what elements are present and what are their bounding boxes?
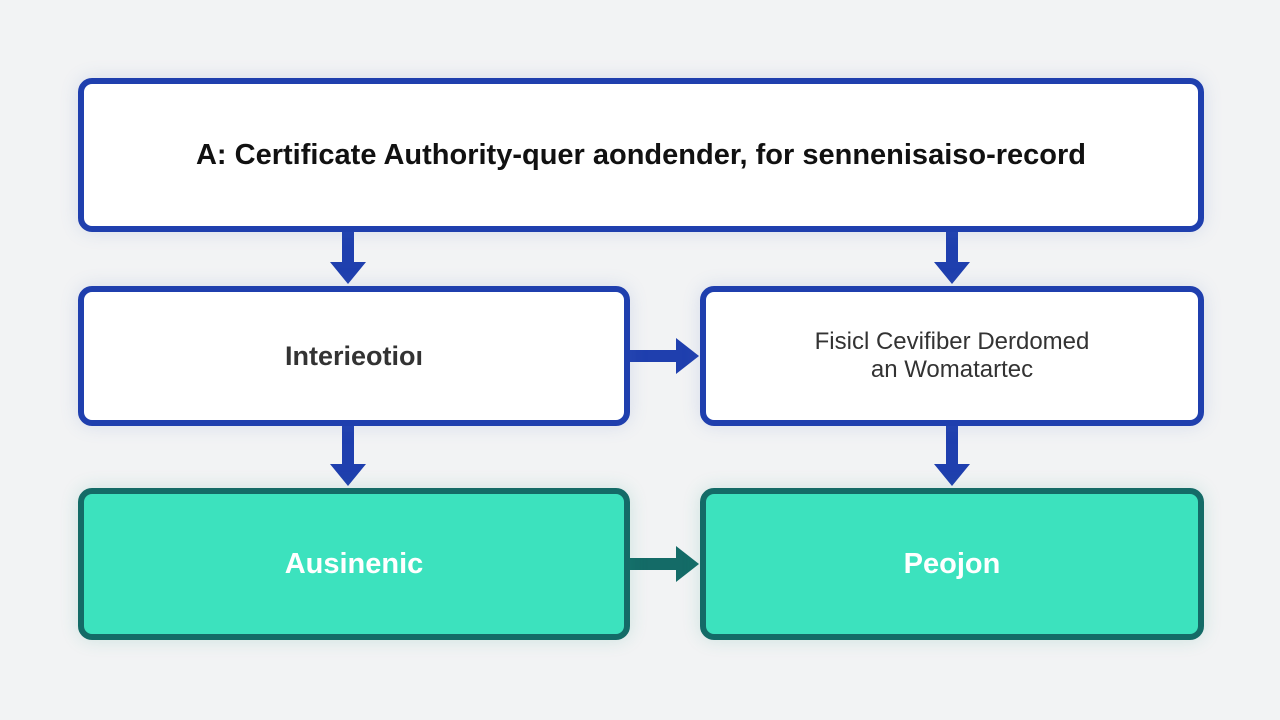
arrow-interieotion-to-cevifiber [630, 338, 699, 374]
arrow-cevifiber-to-peojon [934, 426, 970, 486]
arrow-top-to-interieotion [330, 232, 366, 284]
arrow-interieotion-to-ausinenic [330, 426, 366, 486]
ausinenic-node: Ausinenic [78, 488, 630, 640]
ausinenic-node-label: Ausinenic [284, 547, 424, 580]
top-node: A: Certificate Authority-quer aondender,… [78, 78, 1204, 232]
cevifiber-node-label-line2: an Womatartec [870, 356, 1034, 383]
interieotion-node-label: Interieotioı [284, 340, 423, 371]
interieotion-node: Interieotioı [78, 286, 630, 426]
peojon-node: Peojon [700, 488, 1204, 640]
cevifiber-node-label-line1: Fisicl Cevifiber Derdomed [814, 328, 1090, 355]
peojon-node-label: Peojon [903, 547, 1001, 580]
arrow-top-to-cevifiber [934, 232, 970, 284]
cevifiber-node: Fisicl Cevifiber Derdomed an Womatartec [700, 286, 1204, 426]
arrow-ausinenic-to-peojon [630, 546, 699, 582]
top-node-label: A: Certificate Authority-quer aondender,… [195, 138, 1087, 171]
